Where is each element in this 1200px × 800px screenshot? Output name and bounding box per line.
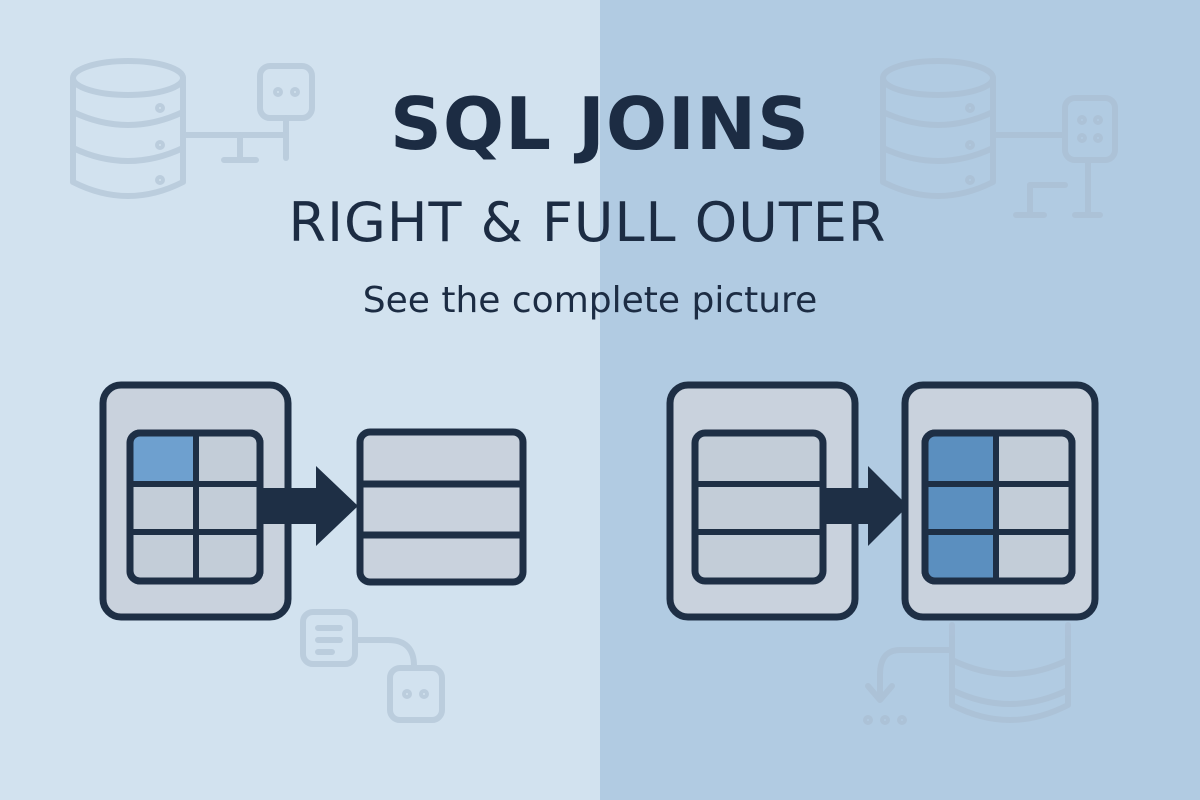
- page-subtitle: RIGHT & FULL OUTER: [288, 191, 887, 254]
- connector-icon: [182, 63, 315, 163]
- arrow-right-icon: [825, 466, 908, 546]
- left-join-target-table: [356, 428, 527, 586]
- page-title: SQL JOINS: [390, 82, 810, 166]
- highlighted-cell: [133, 436, 195, 483]
- highlighted-column: [928, 436, 995, 578]
- database-icon: [880, 58, 996, 199]
- arrow-right-icon: [262, 466, 358, 546]
- connector-icon: [990, 95, 1118, 218]
- right-join-target-table: [901, 381, 1099, 621]
- right-join-source-table: [666, 381, 859, 621]
- chat-icon: [300, 609, 445, 723]
- database-icon: [70, 58, 186, 199]
- left-join-source-table: [99, 381, 292, 621]
- database-icon: [863, 622, 1071, 725]
- tagline: See the complete picture: [362, 280, 818, 321]
